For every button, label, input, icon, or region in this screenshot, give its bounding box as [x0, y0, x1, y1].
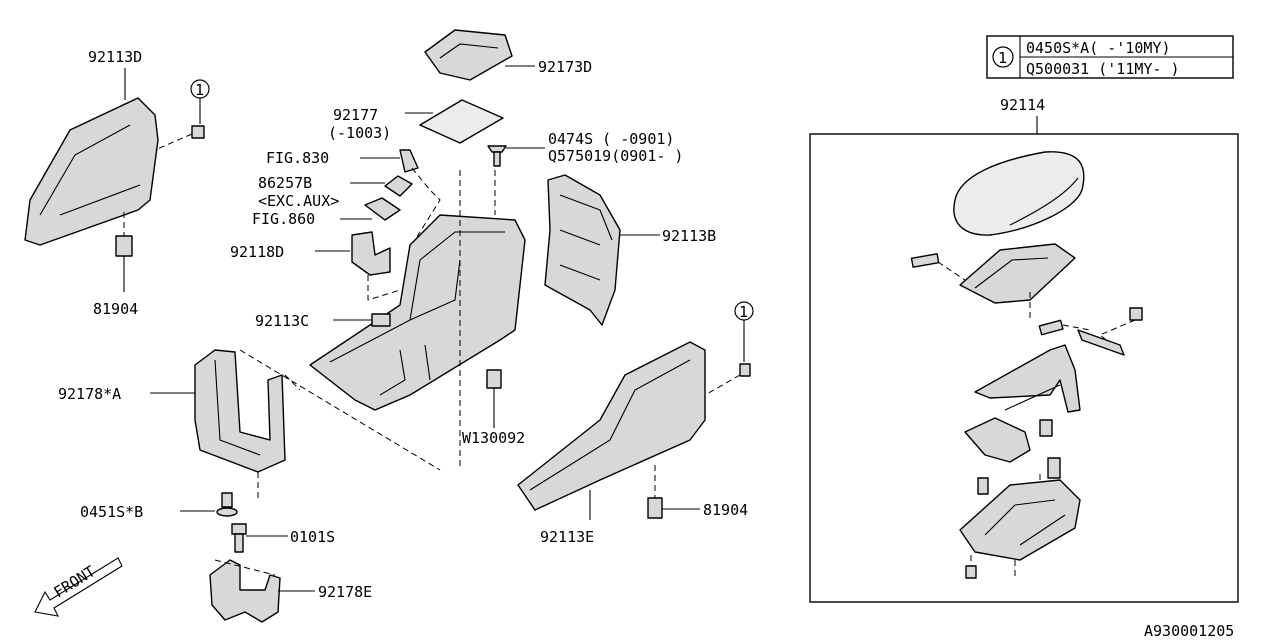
label-q575019: Q575019(0901- ) [548, 147, 683, 165]
label-w130092: W130092 [462, 429, 525, 447]
label-92173d: 92173D [538, 58, 592, 76]
label-exc-aux: <EXC.AUX> [258, 192, 339, 210]
label-0451sb: 0451S*B [80, 503, 143, 521]
part-92178a: 92178*A [58, 349, 441, 500]
label-0474s: 0474S ( -0901) [548, 130, 674, 148]
part-92113c-console: 92113C W130092 0474S ( -0901) Q575019(09… [255, 130, 683, 470]
part-92177: 92177 (-1003) [328, 99, 504, 144]
part-fasteners-lower-left: 0451S*B 0101S 92178E [80, 492, 372, 623]
label-92178e: 92178E [318, 583, 372, 601]
callout-table: 1 0450S*A( -'10MY) Q500031 ('11MY- ) [986, 35, 1234, 79]
svg-text:1: 1 [195, 81, 204, 99]
label-fig830: FIG.830 [266, 149, 329, 167]
label-0101s: 0101S [290, 528, 335, 546]
callout-row-2: Q500031 ('11MY- ) [1026, 60, 1180, 78]
label-92178a: 92178*A [58, 385, 121, 403]
part-92113e: 92113E 1 81904 [517, 301, 754, 546]
label-92113c: 92113C [255, 312, 309, 330]
label-92177: 92177 [333, 106, 378, 124]
diagram-code: A930001205 [1144, 622, 1234, 640]
part-92118d: 92118D [230, 231, 401, 301]
part-group-fig830: FIG.830 86257B <EXC.AUX> FIG.860 [252, 149, 441, 241]
part-92173d: 92173D [424, 29, 592, 81]
label-92118d: 92118D [230, 243, 284, 261]
svg-text:1: 1 [739, 303, 748, 321]
part-92113b: 92113B [544, 174, 716, 326]
label-fig860: FIG.860 [252, 210, 315, 228]
callout-marker: 1 [998, 49, 1007, 67]
label-81904-right: 81904 [703, 501, 748, 519]
label-86257b: 86257B [258, 174, 312, 192]
front-arrow-icon: FRONT [34, 557, 123, 617]
armrest-assembly-92114: 92114 [809, 96, 1239, 603]
label-92113b: 92113B [662, 227, 716, 245]
label-92113e: 92113E [540, 528, 594, 546]
callout-row-1: 0450S*A( -'10MY) [1026, 39, 1171, 57]
label-81904-left: 81904 [93, 300, 138, 318]
part-92113d: 92113D 81904 1 [24, 48, 210, 318]
label-92177-sub: (-1003) [328, 124, 391, 142]
label-92113d: 92113D [88, 48, 142, 66]
callout-marker-circle [992, 46, 1014, 68]
label-92114: 92114 [1000, 96, 1045, 114]
